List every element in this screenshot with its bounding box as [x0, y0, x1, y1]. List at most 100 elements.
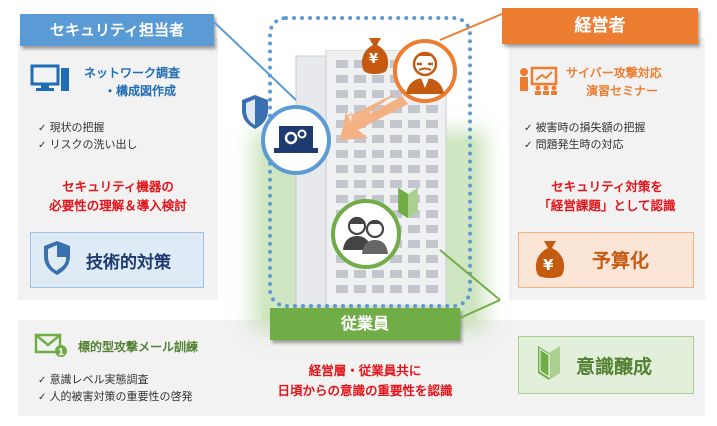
building-window [426, 210, 438, 218]
money-bag-yen: ¥ [543, 256, 554, 274]
executive-emphasis-1: セキュリティ対策を [551, 179, 663, 194]
phishing-training-title: 標的型攻撃メール訓練 [78, 340, 199, 354]
building-window [354, 180, 366, 188]
building-window [390, 90, 402, 98]
building-window [354, 105, 366, 113]
building-window [408, 105, 420, 113]
building-window [426, 285, 438, 293]
presentation-icon [520, 66, 558, 95]
building-window [372, 120, 384, 128]
building-window [426, 150, 438, 158]
network-survey-title: ネットワーク調査 [84, 66, 181, 80]
building-window [390, 120, 402, 128]
building-window [336, 180, 348, 188]
building-window [336, 120, 348, 128]
building-window [426, 195, 438, 203]
building-window [408, 255, 420, 263]
building-window [336, 90, 348, 98]
building-window [408, 285, 420, 293]
network-diagram-title: ・構成図作成 [104, 84, 177, 98]
building-window [408, 240, 420, 248]
building-window [354, 270, 366, 278]
executive-header: 経営者 [502, 8, 698, 44]
executive-bullets: 被害時の損失額の把握 問題発生時の対応 [524, 120, 646, 154]
building-window [354, 135, 366, 143]
building-window [336, 285, 348, 293]
building-window [390, 210, 402, 218]
building-window [336, 60, 348, 68]
building-window [408, 135, 420, 143]
building-window [408, 225, 420, 233]
beginner-mark-icon [538, 346, 560, 380]
building-window [426, 240, 438, 248]
list-item: 被害時の損失額の把握 [524, 120, 646, 137]
beginner-mark-small-icon [398, 187, 418, 219]
building-window [336, 165, 348, 173]
list-item: 人的被害対策の重要性の啓発 [38, 389, 193, 406]
seminar-title-2: 演習セミナー [586, 84, 659, 98]
seminar-title-1: サイバー攻撃対応 [566, 66, 662, 80]
building-window [390, 180, 402, 188]
building-window [372, 285, 384, 293]
building-window [426, 225, 438, 233]
building-window [336, 75, 348, 83]
employee-emphasis-2: 日頃からの意識の重要性を認識 [277, 383, 453, 398]
security-officer-emphasis-1: セキュリティ機器の [62, 179, 174, 194]
list-item: リスクの洗い出し [38, 137, 138, 154]
building-window [372, 195, 384, 203]
technical-measures-label: 技術的対策 [86, 253, 171, 273]
yen-bag-symbol: ¥ [369, 52, 379, 67]
building-window [372, 105, 384, 113]
employee-bullets: 意識レベル実態調査 人的被害対策の重要性の啓発 [38, 372, 193, 406]
yen-bag-icon [361, 38, 389, 74]
building-window [372, 135, 384, 143]
building-window [336, 270, 348, 278]
building-window [408, 180, 420, 188]
list-item: 現状の把握 [38, 120, 138, 137]
building-window [390, 165, 402, 173]
building-window [372, 150, 384, 158]
building-window [336, 195, 348, 203]
building-window [354, 90, 366, 98]
employee-header: 従業員 [270, 308, 460, 340]
building-window [408, 165, 420, 173]
building-window [390, 255, 402, 263]
building-window [354, 75, 366, 83]
building-window [408, 270, 420, 278]
building-window [372, 270, 384, 278]
building-window [372, 90, 384, 98]
employee-emphasis-1: 経営層・従業員共に [308, 363, 422, 378]
building-window [336, 105, 348, 113]
security-officer-emphasis-2: 必要性の理解＆導入検討 [49, 198, 187, 213]
building-window [426, 135, 438, 143]
money-bag-icon [535, 241, 565, 278]
building-window [390, 270, 402, 278]
building-window [390, 285, 402, 293]
executive-emphasis-2: 「経営課題」として認識 [538, 198, 676, 213]
building-window [354, 195, 366, 203]
building-window [426, 120, 438, 128]
building-window [372, 75, 384, 83]
building-window [354, 165, 366, 173]
building-window [426, 105, 438, 113]
building-window [426, 165, 438, 173]
building-window [354, 150, 366, 158]
building-window [390, 150, 402, 158]
security-officer-bullets: 現状の把握 リスクの洗い出し [38, 120, 138, 154]
shield-small-icon [242, 95, 268, 129]
building-window [336, 150, 348, 158]
building-window [408, 150, 420, 158]
shield-icon [44, 241, 70, 275]
building-window [390, 135, 402, 143]
building-window [426, 270, 438, 278]
building-window [408, 120, 420, 128]
list-item: 意識レベル実態調査 [38, 372, 193, 389]
laptop-gear-icon [261, 105, 331, 175]
mail-icon: 1 [34, 333, 67, 358]
building-window [426, 180, 438, 188]
building-window [372, 165, 384, 173]
employees-avatar-icon [331, 199, 401, 269]
building-window [390, 195, 402, 203]
budget-label: 予算化 [592, 250, 650, 272]
